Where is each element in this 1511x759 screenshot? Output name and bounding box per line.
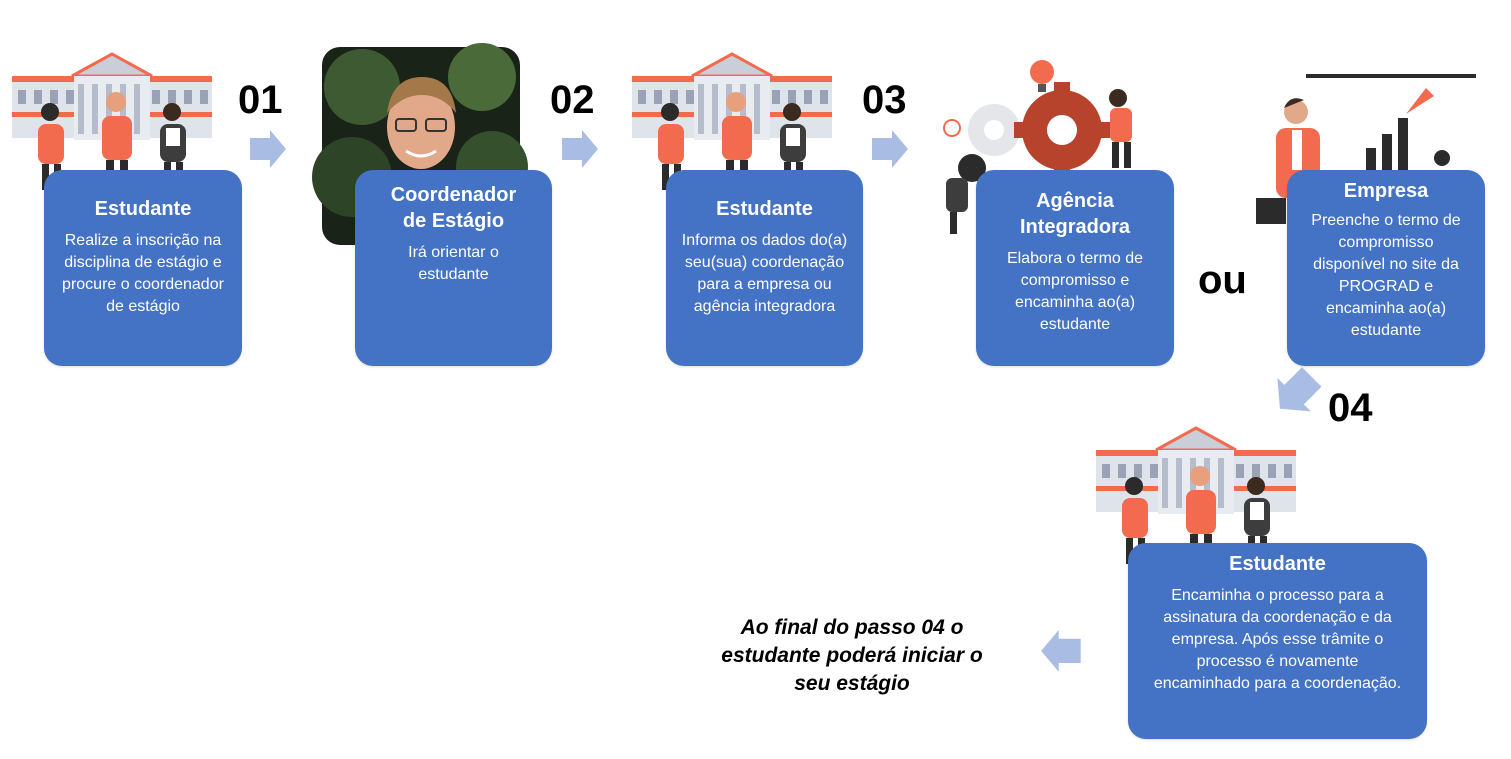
step-text: Informa os dados do(a) seu(sua) coordena… — [681, 232, 848, 315]
final-note: Ao final do passo 04 o estudante poderá … — [721, 616, 983, 695]
step-text: Encaminha o processo para a assinatura d… — [1153, 587, 1402, 692]
step-box-estudante: Estudante Realize a inscrição na discipl… — [44, 170, 242, 366]
gears-teamwork-illustration — [943, 60, 1132, 234]
step-text: Elabora o termo de compromisso e encamin… — [1006, 250, 1144, 333]
arrow-right-icon — [562, 130, 598, 168]
step-title: Estudante — [94, 198, 192, 220]
step-box-empresa: Empresa Preenche o termo de compromisso … — [1287, 170, 1485, 366]
step-text: Irá orientar o estudante — [408, 244, 499, 283]
step-title: Empresa — [1343, 180, 1429, 202]
step-text: Preenche o termo de compromisso disponív… — [1311, 212, 1461, 339]
step-title: Estudante — [716, 198, 813, 220]
step-number: 04 — [1328, 386, 1373, 430]
step-title: Agência Integradora — [1019, 190, 1131, 238]
step-box-agencia: Agência Integradora Elabora o termo de c… — [976, 170, 1174, 366]
step-box-coordenador: Coordenador de Estágio Irá orientar o es… — [355, 170, 552, 366]
step-number: 03 — [862, 78, 907, 122]
step-text: Realize a inscrição na disciplina de est… — [62, 232, 224, 315]
business-presentation-illustration — [1256, 74, 1476, 224]
arrow-right-icon — [872, 130, 908, 168]
step-number: 01 — [238, 78, 283, 122]
step-number: 02 — [550, 78, 595, 122]
or-label: ou — [1198, 258, 1247, 302]
arrow-left-icon — [1041, 630, 1081, 672]
step-title: Coordenador de Estágio — [390, 184, 517, 232]
arrow-right-icon — [250, 130, 286, 168]
step-box-estudante: Estudante Informa os dados do(a) seu(sua… — [666, 170, 863, 366]
arrow-down-left-icon — [1263, 360, 1329, 426]
step-title: Estudante — [1229, 553, 1326, 575]
step-box-estudante-final: Estudante Encaminha o processo para a as… — [1128, 543, 1427, 739]
